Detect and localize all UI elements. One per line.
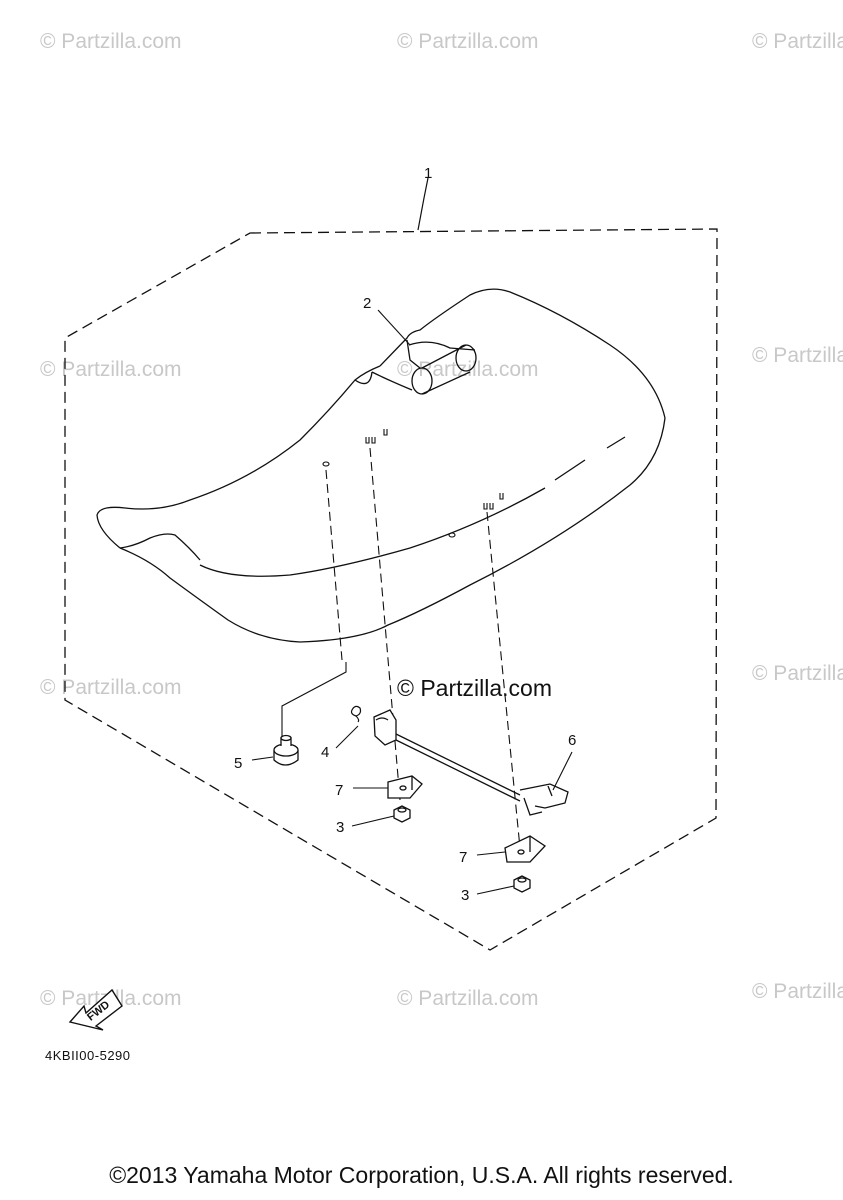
watermark: © Partzilla.com (397, 30, 539, 53)
callout-4: 4 (321, 744, 329, 761)
leader-line-2 (377, 309, 411, 346)
nut-part (393, 805, 411, 823)
callout-7: 7 (459, 849, 467, 866)
callout-3: 3 (461, 887, 469, 904)
leader-line-7b (476, 851, 506, 856)
seat-studs (322, 429, 504, 538)
copyright-notice: ©2013 Yamaha Motor Corporation, U.S.A. A… (109, 1162, 734, 1188)
damper-part (273, 734, 299, 766)
spring-part (350, 705, 362, 723)
watermark-center: © Partzilla.com (397, 675, 552, 701)
callout-2: 2 (363, 295, 371, 312)
assembly-outline (64, 228, 718, 951)
leader-line-5b (251, 756, 274, 761)
seat-hook-part (373, 709, 397, 746)
leader-line-6 (552, 751, 573, 791)
callout-5: 5 (234, 755, 242, 772)
callout-7: 7 (335, 782, 343, 799)
watermark: © Partzilla.com (752, 30, 843, 53)
nut-part (513, 875, 531, 893)
callout-1: 1 (424, 165, 432, 182)
watermark: © Partzilla.com (40, 358, 182, 381)
seat-assembly (96, 288, 666, 643)
watermark: © Partzilla.com (40, 30, 182, 53)
seat-strap (406, 339, 477, 395)
leader-line-3a (351, 815, 395, 827)
seat-lock-part (395, 733, 569, 816)
leader-line-5 (281, 662, 347, 736)
leader-line-1 (417, 177, 429, 231)
watermark: © Partzilla.com (397, 987, 539, 1010)
bracket-part (387, 775, 423, 799)
callout-6: 6 (568, 732, 576, 749)
callout-labels: 1 2 3 3 4 5 6 7 7 (234, 165, 576, 904)
diagram-code: 4KBII00-5290 (45, 1048, 131, 1063)
bracket-part (504, 835, 546, 863)
watermark: © Partzilla.com (397, 358, 539, 381)
watermark: © Partzilla.com (752, 980, 843, 1003)
watermark: © Partzilla.com (752, 662, 843, 685)
watermark: © Partzilla.com (752, 344, 843, 367)
watermark: © Partzilla.com (40, 676, 182, 699)
leader-line-4 (335, 725, 359, 749)
leader-line-3b (476, 885, 515, 895)
watermark-layer: © Partzilla.com © Partzilla.com © Partzi… (40, 30, 843, 1010)
callout-3: 3 (336, 819, 344, 836)
